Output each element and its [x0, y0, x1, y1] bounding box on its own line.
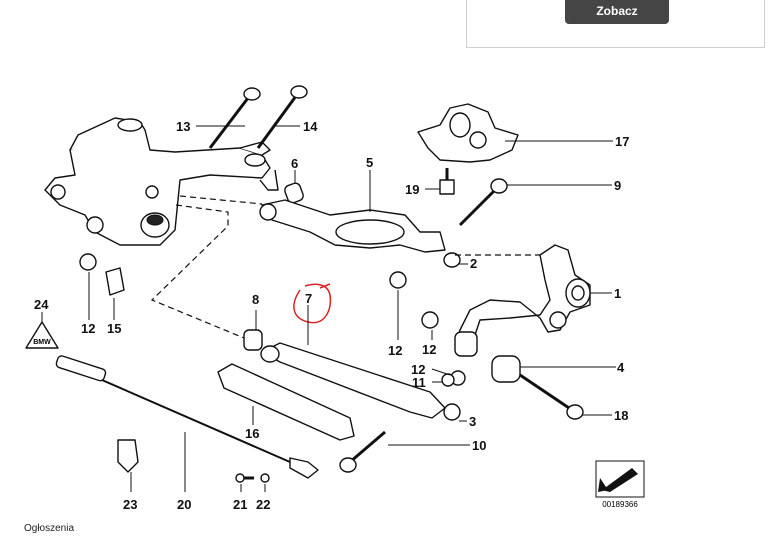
callout-13: 13	[176, 119, 190, 134]
bushing-4[interactable]	[454, 331, 521, 383]
nut-12-a[interactable]	[389, 271, 407, 289]
callout-3: 3	[469, 414, 476, 429]
callout-5: 5	[366, 155, 373, 170]
callout-8: 8	[252, 292, 259, 307]
footer-ads-label: Ogłoszenia	[24, 523, 75, 534]
callout-2: 2	[470, 256, 477, 271]
callout-6: 6	[291, 156, 298, 171]
callout-20: 20	[177, 497, 191, 512]
callout-21: 21	[233, 497, 247, 512]
control-arm-5[interactable]	[259, 199, 446, 253]
sensor-23[interactable]	[117, 439, 139, 473]
trailing-arm-7[interactable]	[260, 342, 446, 419]
callout-12-a: 12	[388, 343, 402, 358]
clip-15[interactable]	[105, 267, 125, 296]
callout-9: 9	[614, 178, 621, 193]
callout-18: 18	[614, 408, 628, 423]
callout-12-d: 12	[81, 321, 95, 336]
callout-10: 10	[472, 438, 486, 453]
wheel-carrier-1[interactable]	[454, 244, 591, 351]
callout-1: 1	[614, 286, 621, 301]
bushing-2[interactable]	[443, 252, 461, 268]
bolt-19[interactable]	[439, 168, 455, 195]
zobacz-button[interactable]: Zobacz	[565, 0, 669, 24]
stabilizer-link-20[interactable]	[55, 355, 319, 479]
callout-4: 4	[617, 360, 625, 375]
washer-11[interactable]	[441, 373, 455, 387]
assembly-dash-line-top	[179, 195, 263, 205]
leader-lines	[41, 125, 616, 492]
callout-labels: 13 14 6 5 17 19 9 2 1 4 18 3 10 12 12 12…	[34, 119, 629, 512]
nut-22[interactable]	[260, 473, 270, 483]
callout-15: 15	[107, 321, 121, 336]
callout-19: 19	[405, 182, 419, 197]
bolt-13[interactable]	[208, 87, 261, 149]
reference-box: 00189366	[595, 460, 645, 509]
screw-21[interactable]	[235, 473, 254, 483]
bushing-6[interactable]	[283, 182, 304, 204]
handwritten-annotation	[293, 283, 332, 324]
callout-17: 17	[615, 134, 629, 149]
bolt-14[interactable]	[256, 85, 308, 149]
reference-number: 00189366	[602, 500, 638, 509]
bolt-10[interactable]	[339, 430, 386, 473]
callout-7: 7	[305, 291, 312, 306]
callout-16: 16	[245, 426, 259, 441]
bushing-8[interactable]	[243, 329, 263, 351]
svg-text:BMW: BMW	[33, 339, 51, 346]
bolt-18[interactable]	[519, 373, 584, 420]
callout-14: 14	[303, 119, 318, 134]
callout-12-b: 12	[422, 342, 436, 357]
callout-22: 22	[256, 497, 270, 512]
warning-sign-24[interactable]: BMW	[25, 321, 59, 349]
callout-23: 23	[123, 497, 137, 512]
advertisement-box: Zobacz	[466, 0, 765, 48]
callout-24: 24	[34, 297, 49, 312]
nut-12-b[interactable]	[421, 311, 439, 329]
callout-12-c: 12	[411, 362, 425, 377]
bolt-9[interactable]	[458, 178, 508, 227]
bushing-3[interactable]	[443, 403, 461, 421]
assembly-dash-line-left	[150, 204, 245, 339]
callout-11: 11	[412, 375, 426, 390]
mount-17[interactable]	[417, 103, 519, 163]
nut-12-c[interactable]	[79, 253, 97, 271]
rear-subframe[interactable]	[44, 117, 279, 246]
cover-16[interactable]	[217, 363, 355, 441]
